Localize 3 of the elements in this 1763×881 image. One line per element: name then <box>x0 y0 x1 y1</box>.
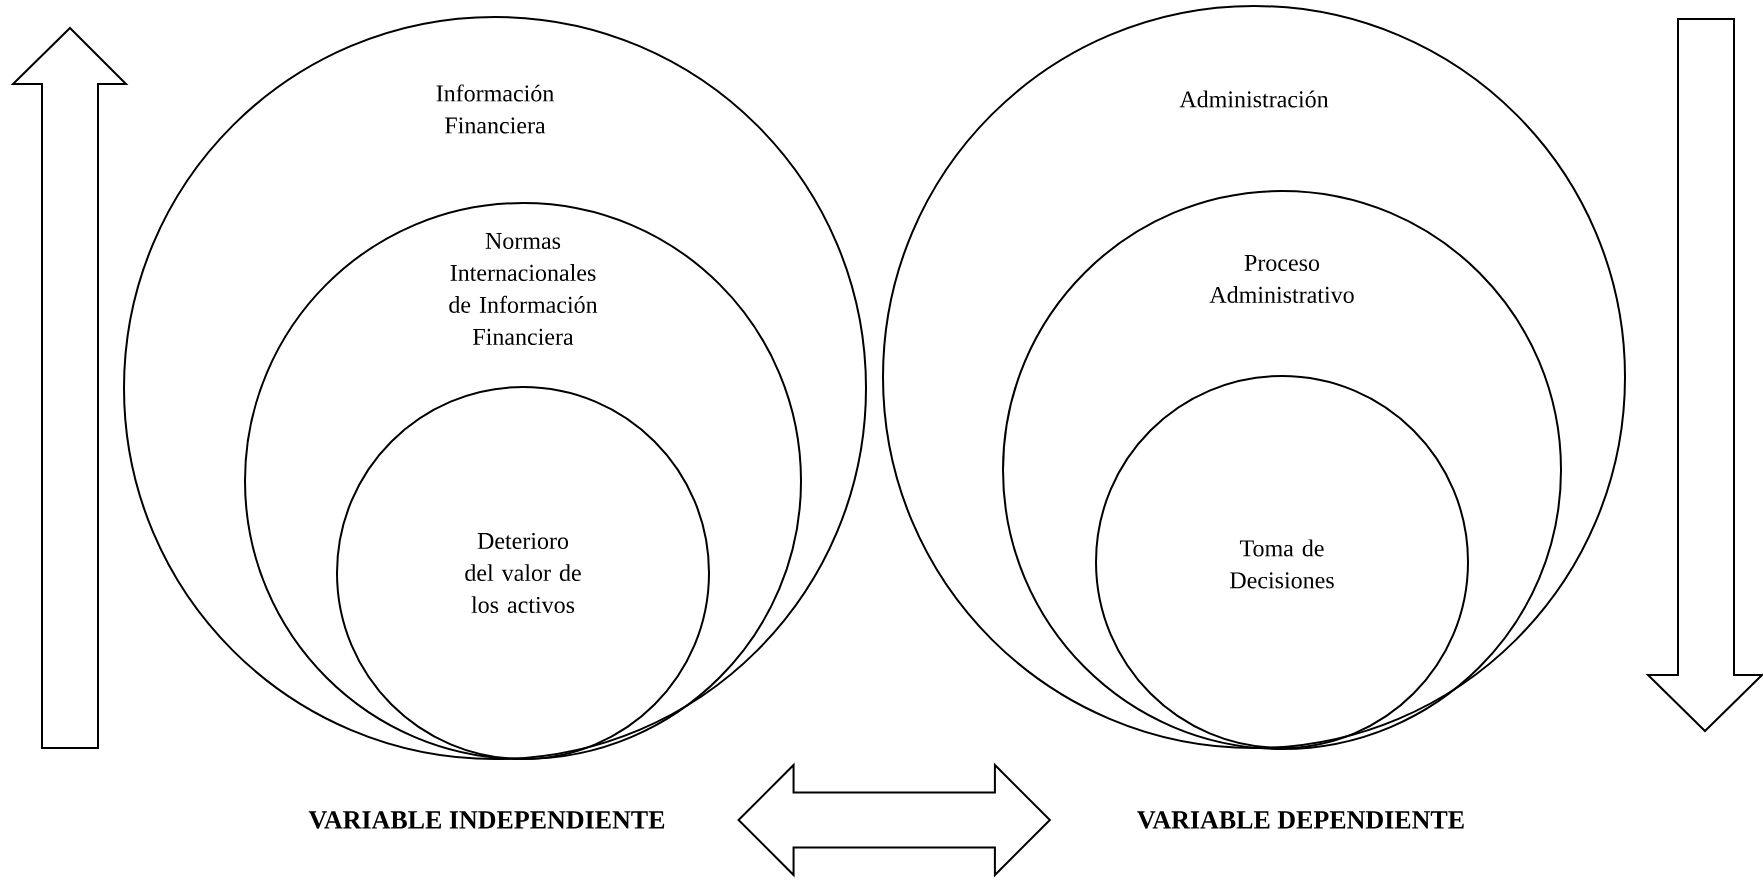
variable-label: VARIABLE INDEPENDIENTE <box>308 811 665 829</box>
double-arrow <box>737 762 1052 878</box>
variable-label: VARIABLE DEPENDIENTE <box>1137 811 1464 829</box>
